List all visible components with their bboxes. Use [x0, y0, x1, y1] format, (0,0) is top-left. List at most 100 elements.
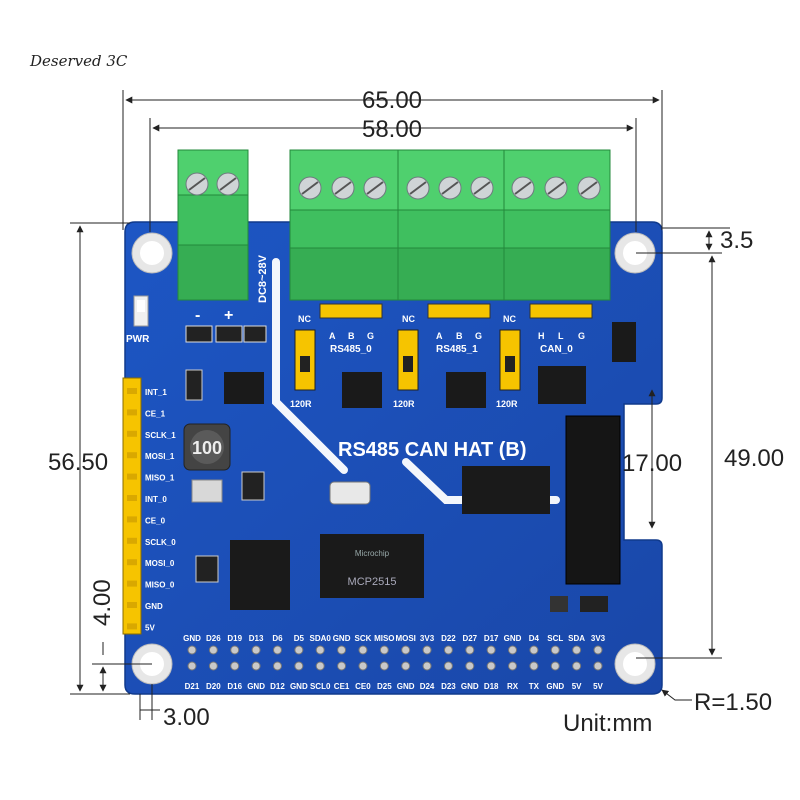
regulator-chip	[224, 372, 264, 404]
gpio-top-label: D6	[272, 634, 283, 643]
gpio-pin	[337, 645, 347, 655]
connector-pin-headers	[319, 303, 593, 319]
mounting-holes	[131, 232, 656, 685]
left-header-pin	[127, 537, 137, 544]
gpio-top-label: MOSI	[395, 634, 415, 643]
dim-width-holes: 58.00	[362, 116, 422, 143]
left-header-pin	[127, 409, 137, 416]
inductor-label: 100	[192, 438, 222, 458]
gpio-pin	[465, 661, 475, 671]
gpio-pin	[593, 645, 603, 655]
gpio-pin	[230, 661, 240, 671]
gpio-bottom-label: D21	[185, 682, 200, 691]
gpio-bottom-label: TX	[529, 682, 540, 691]
gpio-pin	[529, 661, 539, 671]
transceiver-chips	[342, 322, 636, 408]
mcp2515-chip	[320, 534, 424, 598]
gpio-top-label: D19	[227, 634, 242, 643]
gpio-top-label: D26	[206, 634, 221, 643]
gpio-pin	[272, 645, 282, 655]
left-header-label: MOSI_0	[145, 559, 175, 568]
gpio-bottom-label: GND	[247, 682, 265, 691]
conn2-pin-g: G	[578, 331, 585, 341]
polarity-minus: -	[195, 307, 200, 324]
gpio-bottom-label: RX	[507, 682, 519, 691]
resistor-label-3: 120R	[496, 399, 518, 409]
left-pin-header	[122, 377, 142, 635]
left-header-pin	[127, 602, 137, 608]
gpio-pin	[550, 661, 560, 671]
gpio-bottom-label: 5V	[593, 682, 603, 691]
conn1-pin-g: G	[475, 331, 482, 341]
left-header-label: INT_0	[145, 495, 167, 504]
can-transceiver-chip	[462, 466, 550, 514]
conn0-pin-b: B	[348, 331, 355, 341]
gpio-pin	[208, 645, 218, 655]
gpio-pin	[465, 645, 475, 655]
gpio-pin	[379, 645, 389, 655]
gpio-pin	[208, 661, 218, 671]
gpio-pin	[572, 661, 582, 671]
nc-label-3: NC	[503, 314, 516, 324]
left-header-pin	[127, 452, 137, 459]
gpio-bottom-label: CE1	[334, 682, 350, 691]
gpio-pin	[251, 645, 261, 655]
gpio-pin	[358, 645, 368, 655]
gpio-pin	[294, 661, 304, 671]
nc-label-1: NC	[298, 314, 311, 324]
dim-height-total: 56.50	[48, 449, 108, 476]
gpio-bottom-label: D18	[484, 682, 499, 691]
gpio-top-label: MISO	[374, 634, 394, 643]
terminal-block-can-0	[503, 149, 611, 301]
left-header-label: INT_1	[145, 388, 167, 397]
gpio-top-label: SDA	[568, 634, 585, 643]
gpio-top-label: SCK	[355, 634, 372, 643]
resistor-label-1: 120R	[290, 399, 312, 409]
left-header-pin	[127, 580, 137, 587]
left-header-label: SCLK_1	[145, 431, 176, 440]
gpio-bottom-label: 5V	[572, 682, 582, 691]
chip-maker: Microchip	[355, 549, 390, 558]
polarity-plus: +	[224, 307, 233, 324]
pwr-led-label: PWR	[126, 334, 150, 345]
gpio-pin	[593, 661, 603, 671]
gpio-pin	[358, 661, 368, 671]
conn0-pin-a: A	[329, 331, 336, 341]
gpio-bottom-label: D23	[441, 682, 456, 691]
gpio-top-label: D17	[484, 634, 499, 643]
gpio-pin	[550, 645, 560, 655]
gpio-bottom-label: D24	[420, 682, 435, 691]
left-header-pin	[127, 430, 137, 437]
gpio-top-label: 3V3	[420, 634, 435, 643]
left-header-pin	[127, 559, 137, 566]
gpio-top-label: D27	[462, 634, 477, 643]
gpio-top-label: GND	[183, 634, 201, 643]
gpio-bottom-label: GND	[461, 682, 479, 691]
gpio-pin	[337, 661, 347, 671]
conn1-pin-b: B	[456, 331, 463, 341]
conn2-pin-h: H	[538, 331, 545, 341]
gpio-pin	[529, 645, 539, 655]
gpio-bottom-label: GND	[290, 682, 308, 691]
left-header-label: GND	[145, 602, 163, 611]
chip-marking: MCP2515	[348, 576, 397, 588]
left-header-label: MISO_0	[145, 581, 175, 590]
gpio-top-label: SDA0	[310, 634, 332, 643]
terminal-block-power	[177, 149, 249, 301]
conn2-name: CAN_0	[540, 344, 573, 355]
gpio-pin	[315, 661, 325, 671]
dim-unit: Unit:mm	[563, 710, 652, 737]
gpio-top-label: SCL	[547, 634, 563, 643]
gpio-bottom-label: GND	[546, 682, 564, 691]
left-header-label: MOSI_1	[145, 452, 175, 461]
dim-width-total: 65.00	[362, 87, 422, 114]
left-header-pin	[127, 388, 137, 394]
gpio-pin	[401, 645, 411, 655]
jumper-area	[294, 329, 521, 391]
gpio-pin	[294, 645, 304, 655]
gpio-bottom-label: D16	[227, 682, 242, 691]
nc-label-2: NC	[402, 314, 415, 324]
gpio-bottom-label: D12	[270, 682, 285, 691]
